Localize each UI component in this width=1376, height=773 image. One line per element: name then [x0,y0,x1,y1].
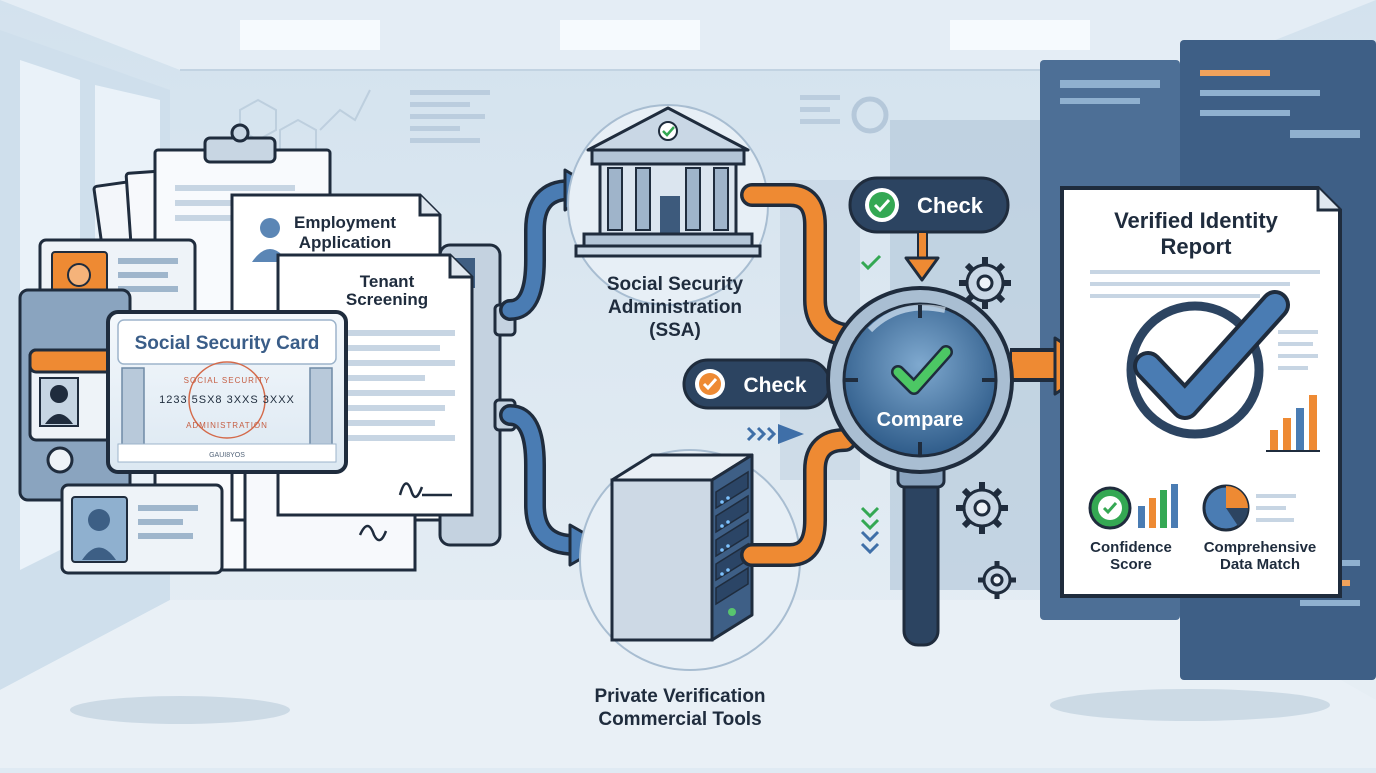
signature-mark [358,524,388,542]
compare-magnifier: Compare [826,286,1014,647]
ssa-label-line3: (SSA) [649,320,701,341]
svg-text:SOCIAL SECURITY: SOCIAL SECURITY [184,376,271,385]
tenant-doc-title-line2: Screening [346,290,428,309]
ssa-label-line2: Administration [608,297,742,318]
ss-card-number: 1233 5SX8 3XXS 3XXX [159,394,295,406]
private-verification-node: Private Verification Commercial Tools [579,449,801,730]
check-badge-left: Check [682,358,832,410]
metric1-line1: Confidence [1090,539,1172,556]
data-match-pie-icon [1202,484,1250,532]
private-label-line1: Private Verification [594,686,765,707]
metric2-line1: Comprehensive [1204,539,1317,556]
id-card-3 [60,483,224,575]
gear-icon [956,482,1008,534]
employment-doc-title-line1: Employment [294,213,396,232]
report-bar-chart-icon [1266,395,1320,452]
check-label-left: Check [743,374,806,397]
ssa-label-line1: Social Security [607,274,744,295]
gear-icon [978,561,1016,599]
check-label-top: Check [917,193,984,218]
tenant-doc-title-line1: Tenant [360,272,415,291]
employment-doc-title-line2: Application [299,233,392,252]
ss-card-title: Social Security Card [135,333,320,354]
small-indicators [746,254,882,555]
report-title-line1: Verified Identity [1114,208,1279,233]
social-security-card: Social Security Card SOCIAL SECURITY ADM… [106,310,348,474]
check-badge-top: Check [848,176,1010,282]
metric1-line2: Score [1110,556,1152,573]
confidence-score-icon [1088,484,1178,530]
report-checkmark-icon [1126,290,1290,439]
server-tower-icon [610,453,754,642]
ss-card-seal [188,361,266,439]
government-building-icon [574,106,762,258]
metric2-line2: Data Match [1220,556,1300,573]
gear-icon [959,257,1011,309]
ss-card-footer: GAUI8YOS [209,452,245,459]
gear-icons [956,257,1016,599]
documents-stack: Employment Application Tenant Screening [18,123,517,575]
ssa-node: Social Security Administration (SSA) [567,104,769,341]
compare-label: Compare [877,409,964,431]
verified-report: Verified Identity Report [1060,186,1342,598]
svg-text:ADMINISTRATION: ADMINISTRATION [186,421,268,430]
private-label-line2: Commercial Tools [598,709,761,730]
id-card-2 [28,348,127,442]
report-title-line2: Report [1161,234,1233,259]
